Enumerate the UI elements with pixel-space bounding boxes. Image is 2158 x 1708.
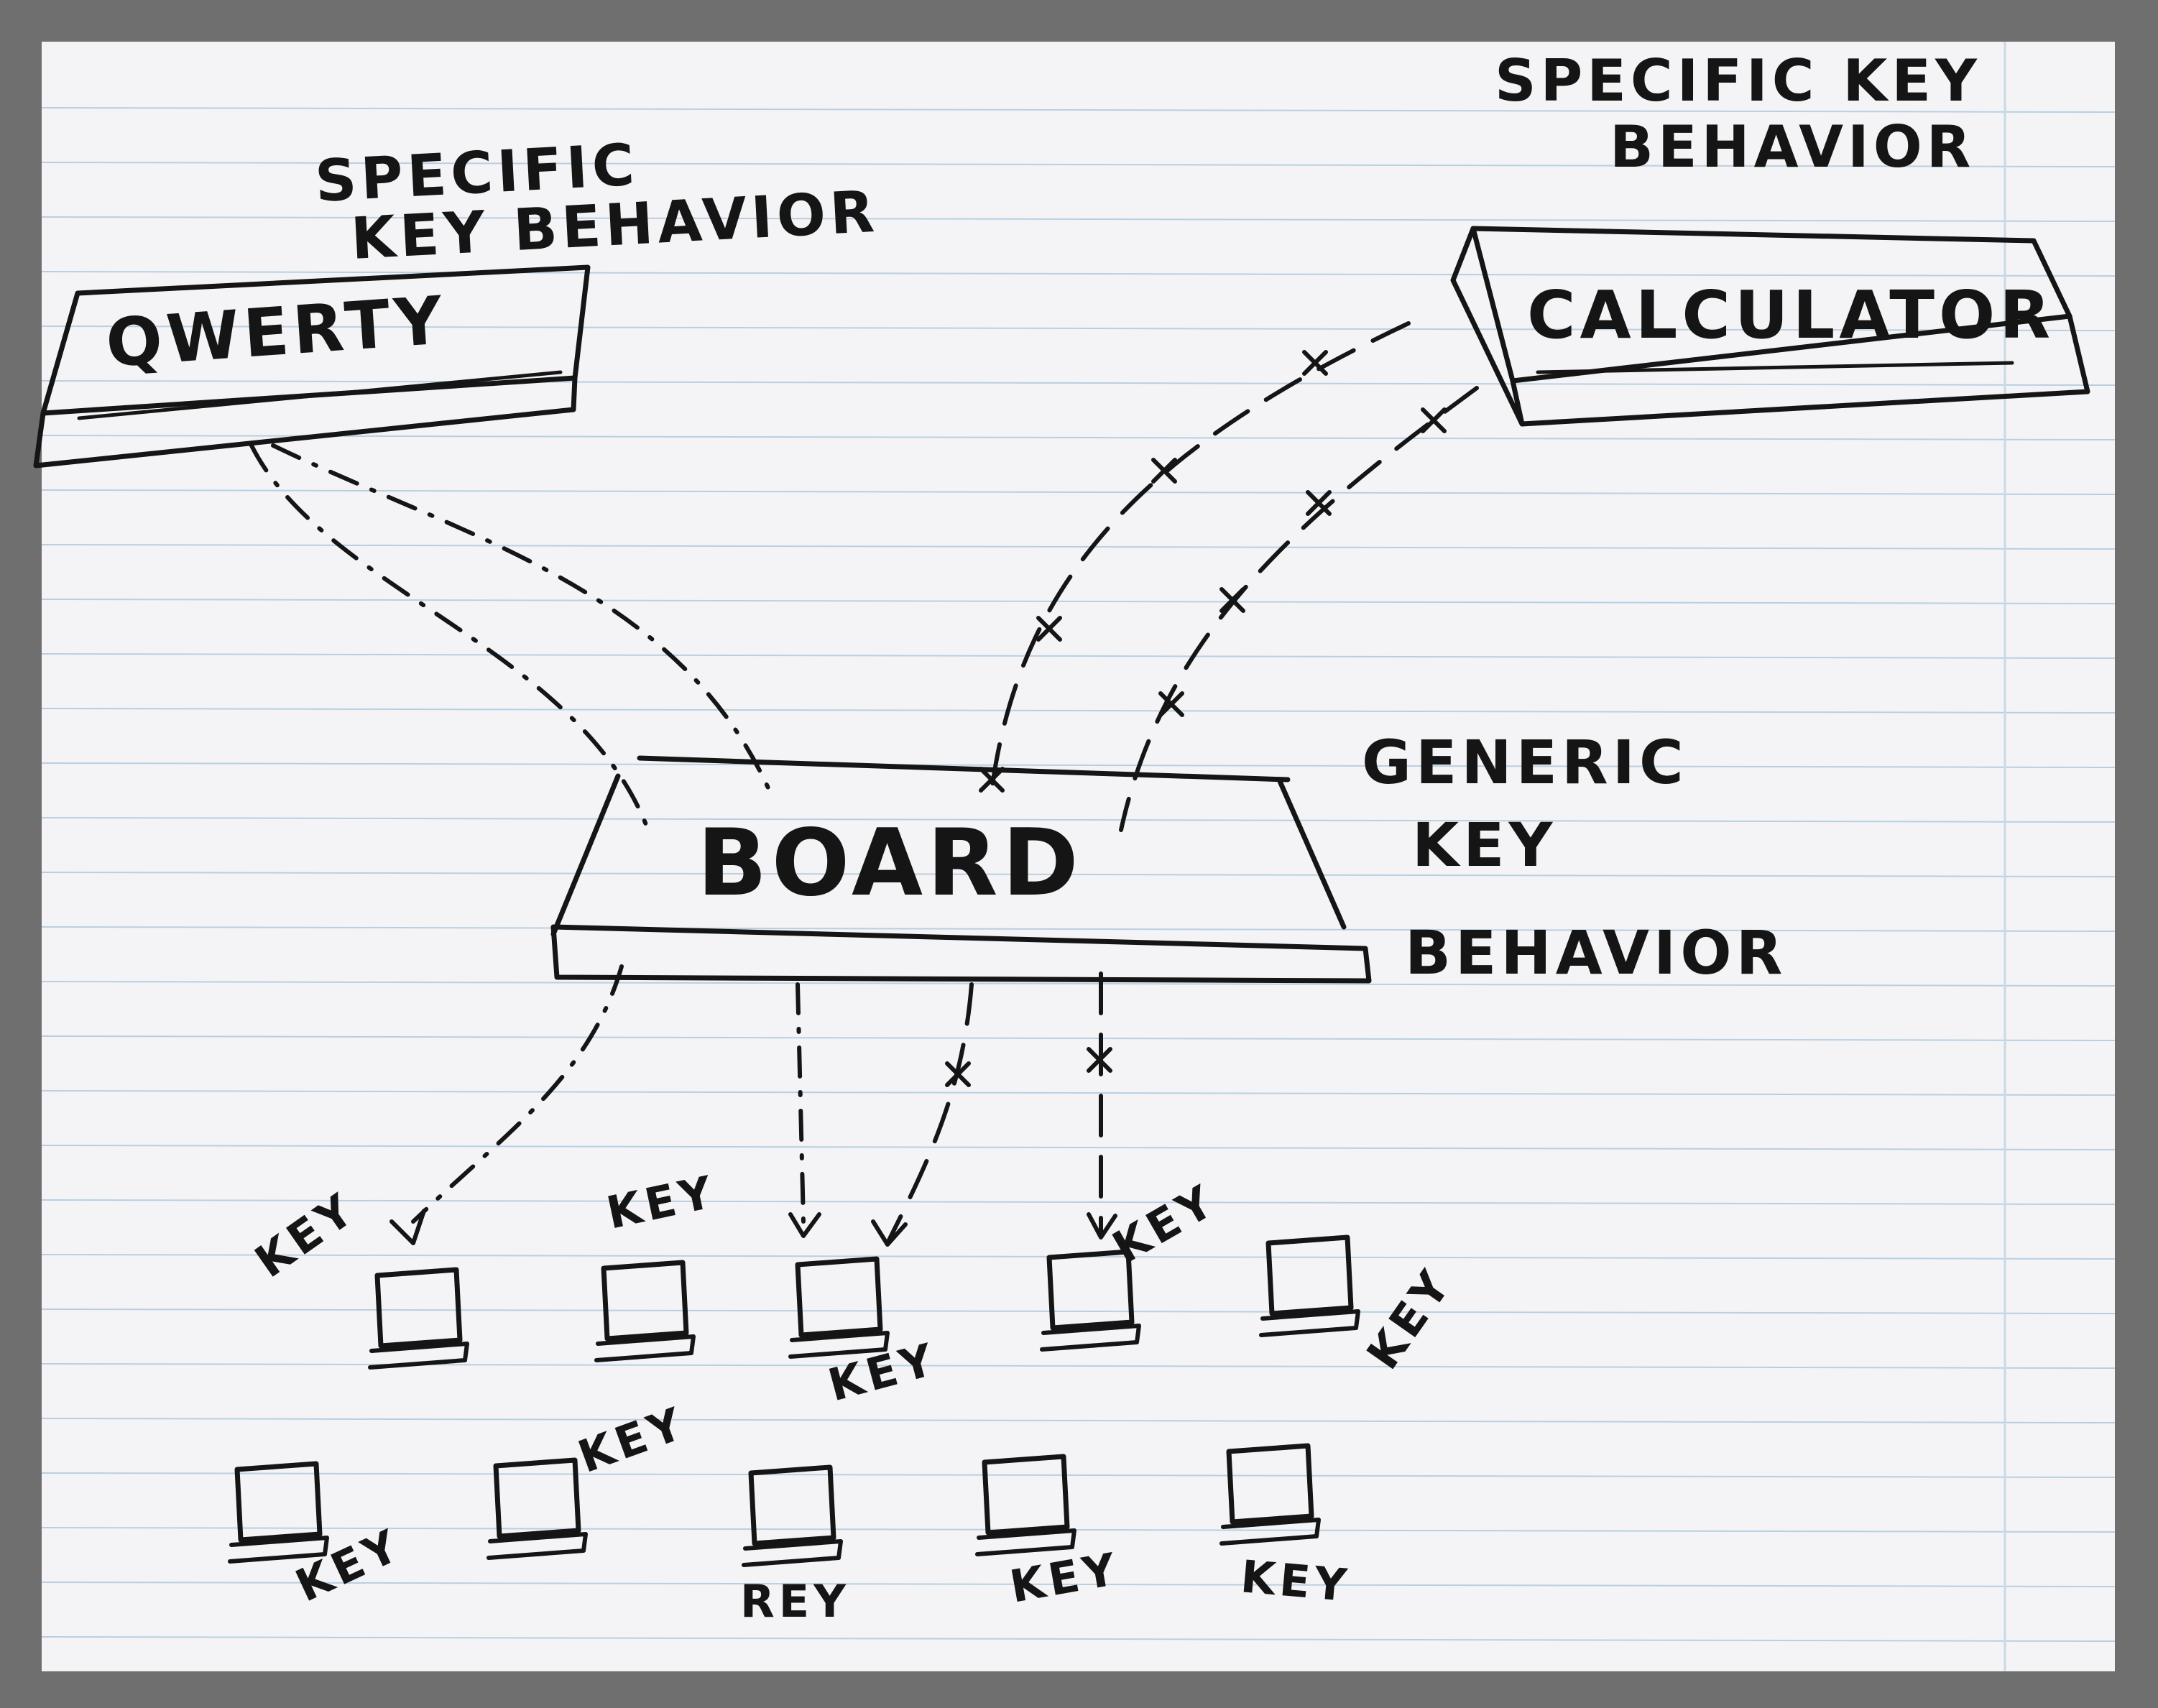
key-base <box>742 1539 843 1567</box>
key-label: KEY <box>1239 1550 1353 1612</box>
rule-line <box>41 380 2116 386</box>
board-note: GENERIC KEY BEHAVIOR <box>1362 727 1786 988</box>
rule-line <box>41 162 2116 167</box>
rule-line <box>41 1472 2116 1478</box>
board-to-key-links <box>389 964 1117 1247</box>
rule-line <box>41 1582 2116 1587</box>
key-cap <box>234 1461 323 1543</box>
rule-line <box>41 216 2116 222</box>
rule-line <box>41 544 2116 550</box>
board-link-key1 <box>411 964 624 1224</box>
rule-line <box>41 872 2116 877</box>
rule-line <box>41 271 2116 277</box>
qwerty-link-right <box>271 443 775 800</box>
rule-line <box>41 762 2116 768</box>
key-cap <box>1265 1234 1354 1316</box>
key-cap <box>748 1464 836 1546</box>
board-note-line1: GENERIC <box>1362 727 1688 798</box>
rule-line <box>41 653 2116 659</box>
key-base <box>788 1331 890 1359</box>
rule-line <box>41 1527 2116 1533</box>
rule-line <box>41 1035 2116 1041</box>
rule-line <box>41 599 2116 604</box>
cross-marks <box>979 350 1447 793</box>
qwerty-to-board-links <box>249 443 775 828</box>
rule-line <box>41 926 2116 932</box>
calculator-note-line1: SPECIFIC KEY <box>1495 47 1981 114</box>
rule-line <box>41 1418 2116 1423</box>
lower-cross-marks <box>945 1047 1112 1087</box>
board-link-key3b <box>885 982 974 1245</box>
key-base <box>228 1536 329 1564</box>
calculator-box: CALCULATOR <box>1450 226 2090 427</box>
rule-line <box>41 1636 2116 1642</box>
rule-line <box>41 326 2116 331</box>
paper-sheet <box>42 42 2115 1671</box>
rule-line <box>41 981 2116 987</box>
key-cap <box>374 1267 463 1349</box>
rule-line <box>41 489 2116 495</box>
board-note-line3: BEHAVIOR <box>1405 918 1786 988</box>
board-box-label: BOARD <box>697 810 1083 917</box>
calculator-link-right <box>1119 386 1479 832</box>
key-base <box>594 1334 696 1362</box>
arrow-heads <box>389 1209 1117 1247</box>
rule-line <box>41 1308 2116 1314</box>
rule-line <box>41 817 2116 823</box>
key-cap <box>1046 1249 1135 1331</box>
key-10: KEY <box>1219 1443 1353 1612</box>
rule-line <box>41 1090 2116 1096</box>
key-base <box>368 1342 469 1370</box>
key-cap <box>982 1454 1070 1536</box>
calculator-note-line2: BEHAVIOR <box>1610 114 1975 180</box>
key-cap <box>493 1457 581 1539</box>
key-8: REY <box>740 1464 850 1628</box>
key-cap <box>795 1256 883 1338</box>
calculator-box-label: CALCULATOR <box>1527 277 2055 354</box>
key-base <box>487 1532 588 1560</box>
key-base <box>1259 1309 1360 1337</box>
qwerty-link-left <box>249 443 649 828</box>
board-note-line2: KEY <box>1412 810 1557 880</box>
rule-line <box>41 107 2116 113</box>
rule-line <box>41 1199 2116 1205</box>
rule-line <box>41 708 2116 714</box>
board-box: BOARD <box>550 755 1372 984</box>
key-label: REY <box>740 1575 850 1628</box>
key-base <box>1040 1324 1141 1352</box>
calculator-note: SPECIFIC KEY BEHAVIOR <box>1495 47 1981 180</box>
rule-line <box>41 435 2116 440</box>
key-base <box>975 1528 1076 1556</box>
key-cap <box>1226 1443 1314 1525</box>
board-link-key3 <box>796 982 806 1224</box>
rule-line <box>41 1145 2116 1150</box>
key-cap <box>601 1260 689 1342</box>
calculator-to-board-links <box>979 321 1479 832</box>
key-base <box>1219 1518 1321 1546</box>
calculator-link-left <box>990 321 1411 793</box>
